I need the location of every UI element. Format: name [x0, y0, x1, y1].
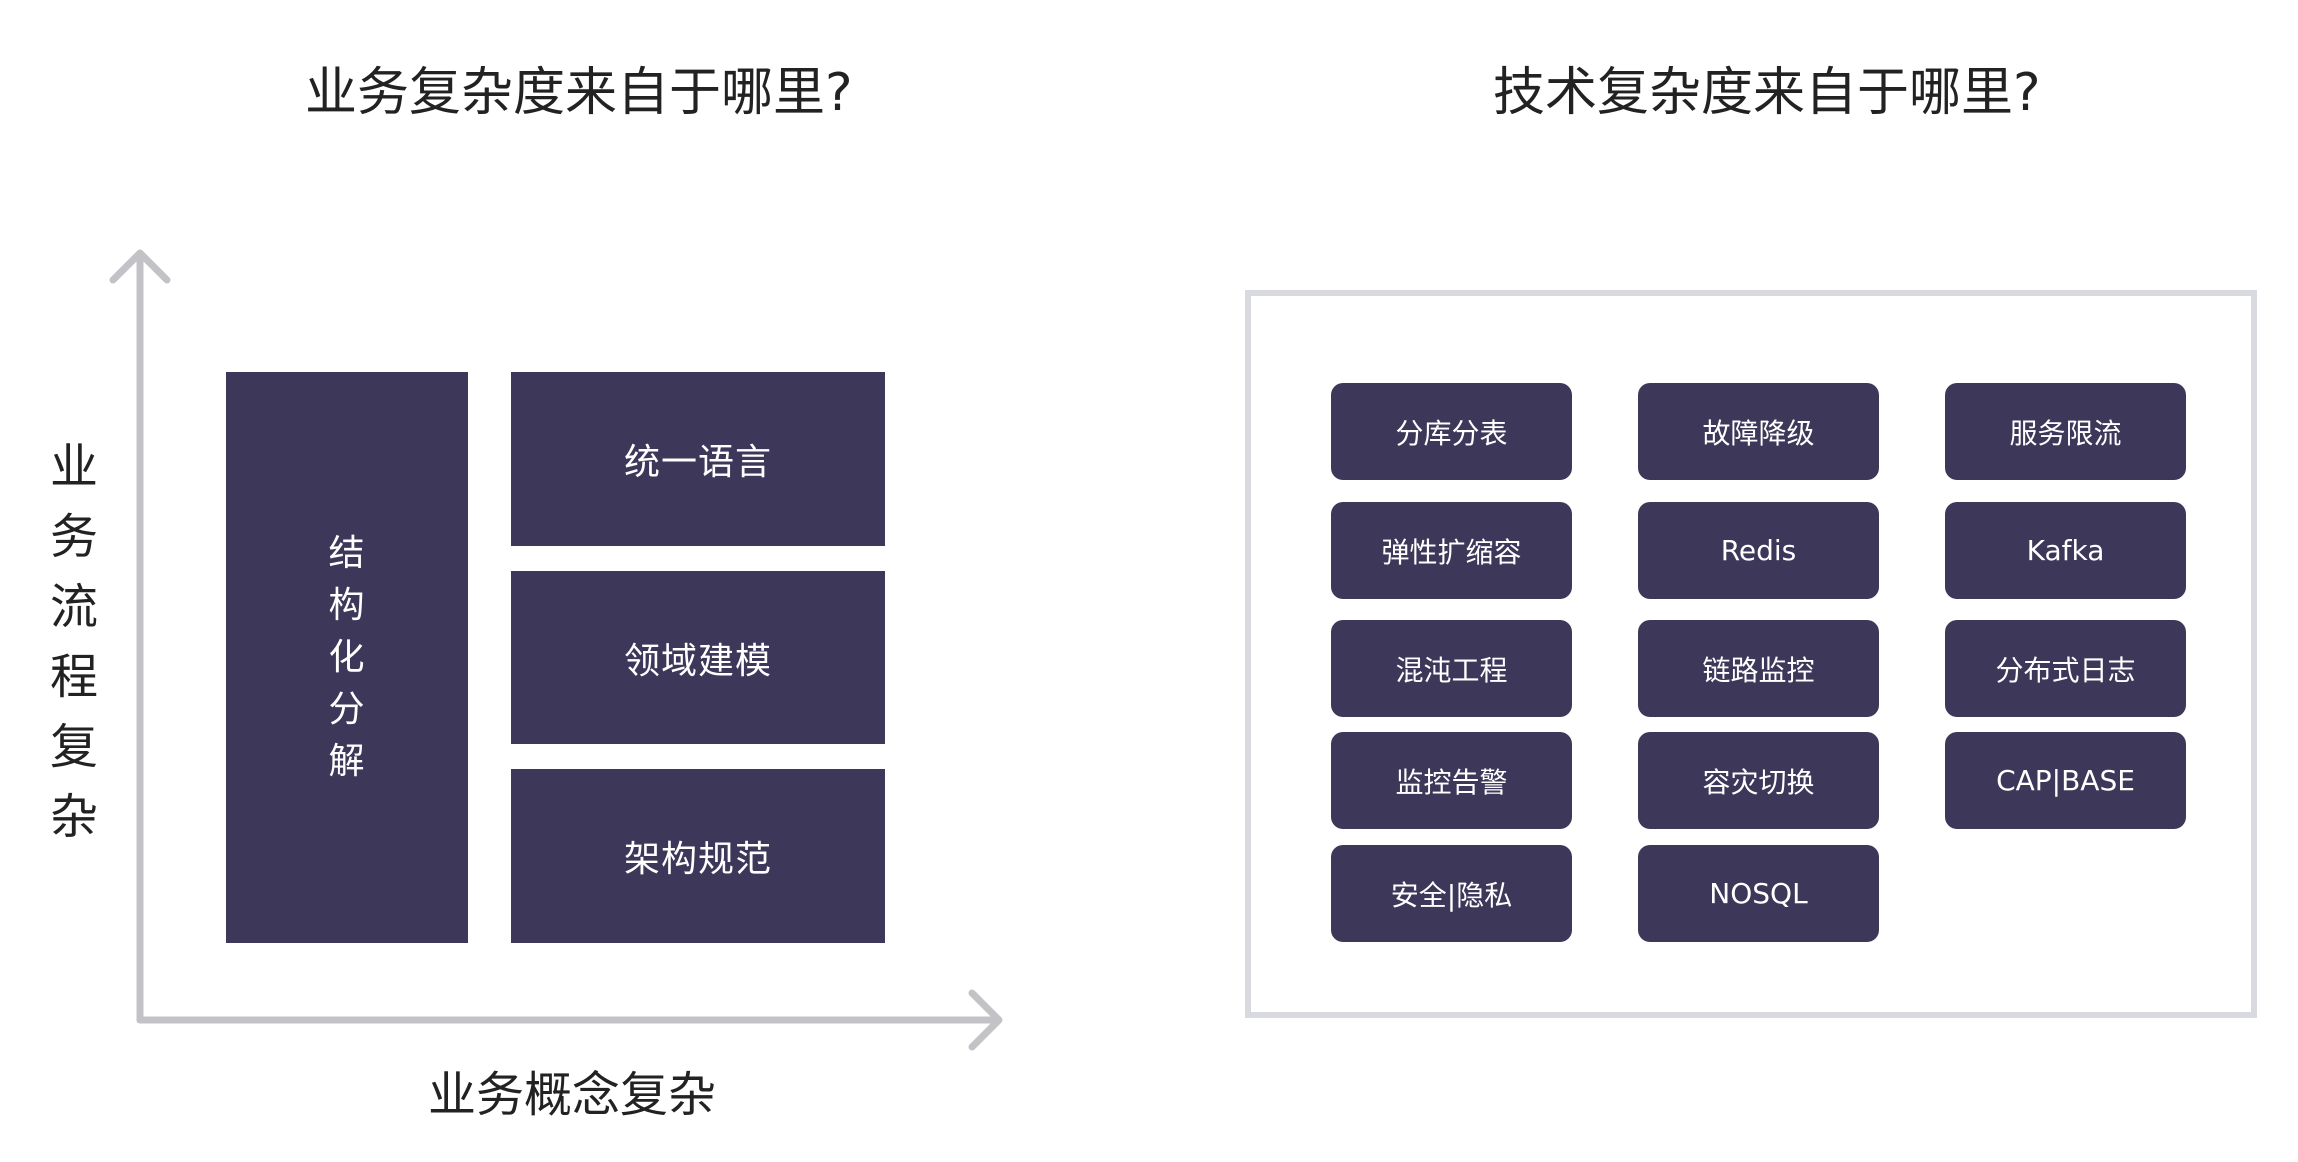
tech-item: 监控告警	[1331, 732, 1572, 829]
tech-item: CAP|BASE	[1945, 732, 2186, 829]
left-title: 业务复杂度来自于哪里?	[305, 63, 853, 123]
unified-language-label: 统一语言	[623, 442, 772, 483]
structured-decomposition-block: 结 构 化 分 解	[226, 372, 468, 943]
tech-item: NOSQL	[1638, 845, 1879, 942]
architecture-standards-block: 架构规范	[511, 769, 885, 943]
tech-item: 分布式日志	[1945, 620, 2186, 717]
tech-item: 混沌工程	[1331, 620, 1572, 717]
x-axis-label: 业务概念复杂	[428, 1067, 717, 1123]
y-axis-label: 业 务 流 程 复 杂	[49, 439, 98, 845]
domain-modeling-label: 领域建模	[623, 640, 772, 682]
right-title: 技术复杂度来自于哪里?	[1493, 63, 2041, 123]
tech-item: 链路监控	[1638, 620, 1879, 717]
tech-item: Redis	[1638, 502, 1879, 599]
domain-modeling-block: 领域建模	[511, 571, 885, 744]
tech-item: 安全|隐私	[1331, 845, 1572, 942]
unified-language-block: 统一语言	[511, 372, 885, 546]
tech-item: 容灾切换	[1638, 732, 1879, 829]
tech-item: 分库分表	[1331, 383, 1572, 480]
tech-item: 弹性扩缩容	[1331, 502, 1572, 599]
tech-item: Kafka	[1945, 502, 2186, 599]
architecture-standards-label: 架构规范	[623, 839, 772, 880]
y-axis-arrowhead	[109, 249, 171, 284]
tech-item: 故障降级	[1638, 383, 1879, 480]
structured-decomposition-label: 结 构 化 分 解	[328, 532, 366, 782]
tech-item: 服务限流	[1945, 383, 2186, 480]
x-axis-arrowhead	[968, 989, 1003, 1051]
tech-complexity-frame	[1245, 290, 2257, 1018]
